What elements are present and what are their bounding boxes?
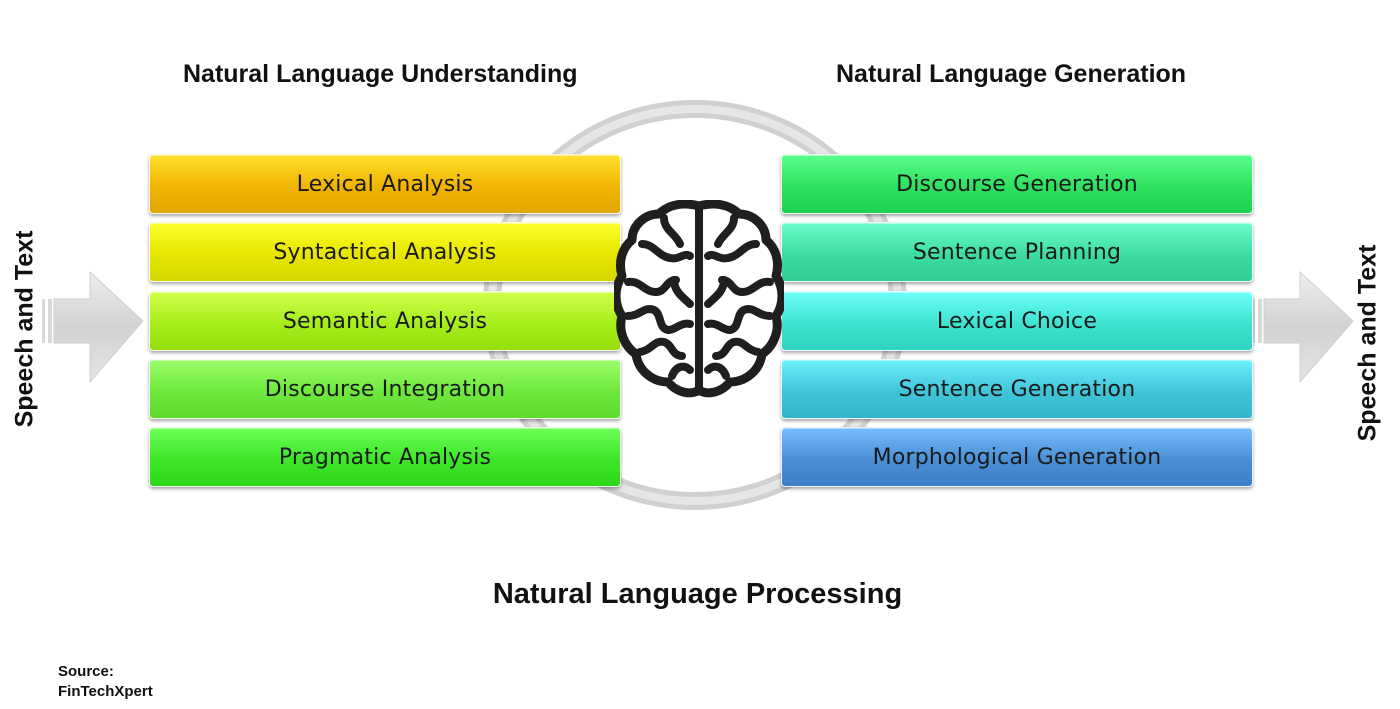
- source-credit: Source: FinTechXpert: [58, 662, 153, 702]
- nlu-step-pragmatic-analysis: Pragmatic Analysis: [149, 427, 621, 487]
- diagram-title: Natural Language Processing: [492, 578, 903, 610]
- input-arrow-icon: [42, 270, 144, 384]
- source-label: Source:: [58, 663, 114, 680]
- input-label: Speech and Text: [10, 230, 39, 428]
- nlg-step-sentence-generation: Sentence Generation: [781, 359, 1253, 419]
- nlu-step-discourse-integration: Discourse Integration: [149, 359, 621, 419]
- output-arrow-icon: [1252, 270, 1354, 384]
- output-label: Speech and Text: [1353, 244, 1382, 442]
- nlg-step-discourse-generation: Discourse Generation: [781, 154, 1253, 214]
- nlu-heading: Natural Language Understanding: [183, 60, 578, 88]
- nlg-heading: Natural Language Generation: [836, 60, 1187, 88]
- nlu-step-lexical-analysis: Lexical Analysis: [149, 154, 621, 214]
- nlg-step-lexical-choice: Lexical Choice: [781, 291, 1253, 351]
- brain-icon: [614, 200, 784, 398]
- nlg-step-sentence-planning: Sentence Planning: [781, 222, 1253, 282]
- nlg-step-morphological-generation: Morphological Generation: [781, 427, 1253, 487]
- nlu-step-semantic-analysis: Semantic Analysis: [149, 291, 621, 351]
- nlu-step-syntactical-analysis: Syntactical Analysis: [149, 222, 621, 282]
- source-name: FinTechXpert: [58, 683, 153, 700]
